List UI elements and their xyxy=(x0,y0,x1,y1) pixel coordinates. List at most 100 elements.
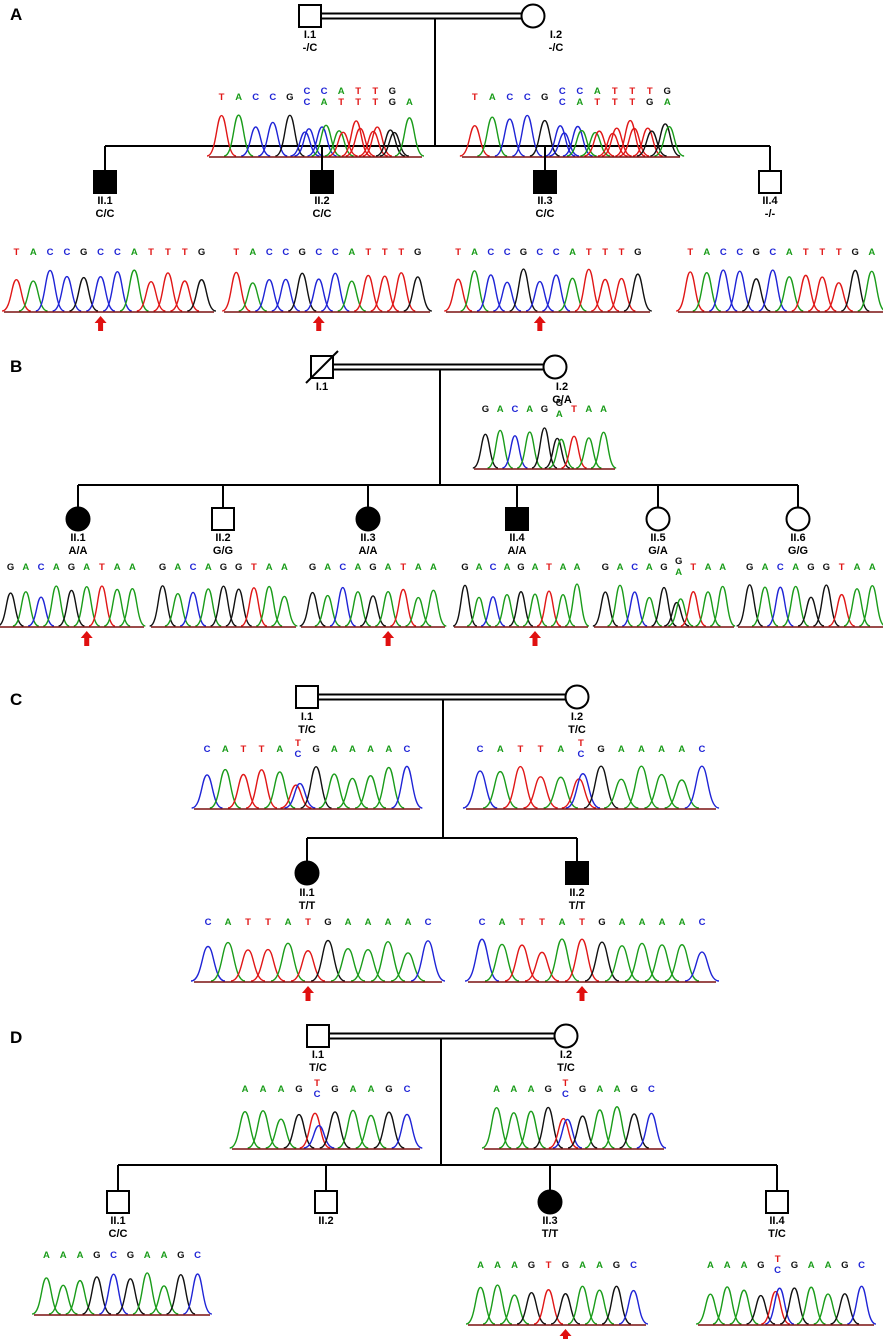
base-letter: C xyxy=(194,1250,201,1261)
base-letter: C xyxy=(648,1084,655,1095)
base-letter: A xyxy=(854,562,861,573)
chromatogram-peak xyxy=(403,276,433,312)
female-symbol xyxy=(542,354,568,380)
base-letter: G xyxy=(753,247,760,258)
base-letter: G xyxy=(807,562,814,573)
genotype-label: T/C xyxy=(309,1062,327,1074)
individual-id: II.3 xyxy=(537,195,552,207)
base-letter: G xyxy=(80,247,87,258)
chromatogram-peak xyxy=(250,948,286,982)
base-letter: G xyxy=(299,247,306,258)
chromatogram-peak xyxy=(210,585,237,627)
base-letter: T xyxy=(836,247,842,258)
individual-id: II.4 xyxy=(509,532,525,544)
chromatogram-peak xyxy=(858,585,883,627)
base-letter: T xyxy=(372,86,378,97)
chromatogram-peak xyxy=(623,273,653,312)
male-symbol xyxy=(295,685,319,709)
base-letter: G xyxy=(389,97,396,108)
base-letter: G xyxy=(312,744,319,755)
affected-female-symbol xyxy=(294,860,320,886)
base-letter: G xyxy=(746,562,753,573)
base-letter: G xyxy=(613,1260,620,1271)
chromatogram-peak xyxy=(153,272,183,312)
base-letter: G xyxy=(461,562,468,573)
chromatogram-peak xyxy=(601,127,632,157)
chromatogram-peak xyxy=(58,589,85,627)
base-letter: T xyxy=(365,247,371,258)
base-letter: T xyxy=(775,1254,781,1265)
chromatogram-peak xyxy=(847,1285,877,1325)
chromatogram-peak xyxy=(221,271,251,312)
base-letter: T xyxy=(586,247,592,258)
chromatogram-peak xyxy=(336,777,369,809)
base-letter: G xyxy=(646,97,653,108)
base-letter: T xyxy=(355,86,361,97)
base-letter: A xyxy=(331,744,338,755)
base-letter: A xyxy=(511,1260,518,1271)
affected-male-symbol xyxy=(505,507,529,531)
base-letter: T xyxy=(571,404,577,415)
individual-id: I.2 xyxy=(556,381,568,393)
chromatogram-peak xyxy=(229,1110,261,1149)
base-letter: T xyxy=(372,97,378,108)
chromatogram-peak xyxy=(462,770,498,809)
base-letter: G xyxy=(309,562,316,573)
chromatogram-peak xyxy=(375,129,406,157)
base-letter: G xyxy=(520,247,527,258)
chromatogram-peak xyxy=(498,1112,529,1149)
male-symbol xyxy=(306,1024,330,1048)
base-letter: T xyxy=(690,562,696,573)
chromatogram-peak xyxy=(341,120,372,157)
base-letter: C xyxy=(477,744,484,755)
base-letter: A xyxy=(430,562,437,573)
chromatogram-peak xyxy=(791,274,821,312)
chromatogram-peak xyxy=(307,126,337,157)
base-letter: A xyxy=(559,917,566,928)
chromatogram-peak xyxy=(31,1277,61,1315)
individual-id: I.1 xyxy=(301,711,313,723)
base-letter: T xyxy=(518,744,524,755)
base-letter: G xyxy=(68,562,75,573)
chromatogram-peak xyxy=(624,942,660,982)
base-letter: T xyxy=(265,917,271,928)
base-letter: C xyxy=(720,247,727,258)
genotype-label: A/A xyxy=(508,545,527,557)
chromatogram-peak xyxy=(210,941,246,982)
chromatogram-peak xyxy=(337,1109,369,1149)
base-letter: C xyxy=(205,917,212,928)
base-letter: C xyxy=(777,562,784,573)
chromatogram-peak xyxy=(254,278,284,312)
base-letter: G xyxy=(93,1250,100,1261)
base-letter: C xyxy=(315,247,322,258)
female-symbol xyxy=(553,1023,579,1049)
mutation-arrow-icon xyxy=(576,986,588,1001)
base-letter: A xyxy=(114,562,121,573)
mutation-arrow-icon xyxy=(559,1329,572,1339)
base-letter: A xyxy=(868,247,875,258)
base-letter: A xyxy=(222,744,229,755)
chromatogram-peak xyxy=(684,951,720,982)
chromatogram-peak xyxy=(191,774,223,809)
chromatogram-peak xyxy=(529,119,560,157)
chromatogram-peak xyxy=(543,776,579,809)
chromatogram-peak xyxy=(1,278,31,312)
chromatogram-peak xyxy=(564,938,600,982)
chromatogram-peak xyxy=(516,1110,546,1149)
base-letter: G xyxy=(823,562,830,573)
base-letter: A xyxy=(129,562,136,573)
individual-id: II.1 xyxy=(70,532,85,544)
chromatogram-peak xyxy=(355,1114,387,1149)
affected-female-symbol xyxy=(65,506,91,532)
mutation-arrow-icon xyxy=(302,986,314,1001)
panel-label: D xyxy=(10,1028,22,1047)
base-letter: A xyxy=(724,1260,731,1271)
mutation-arrow-icon xyxy=(312,316,325,331)
chromatogram-peak xyxy=(85,275,116,312)
chromatogram-peak xyxy=(195,588,222,627)
